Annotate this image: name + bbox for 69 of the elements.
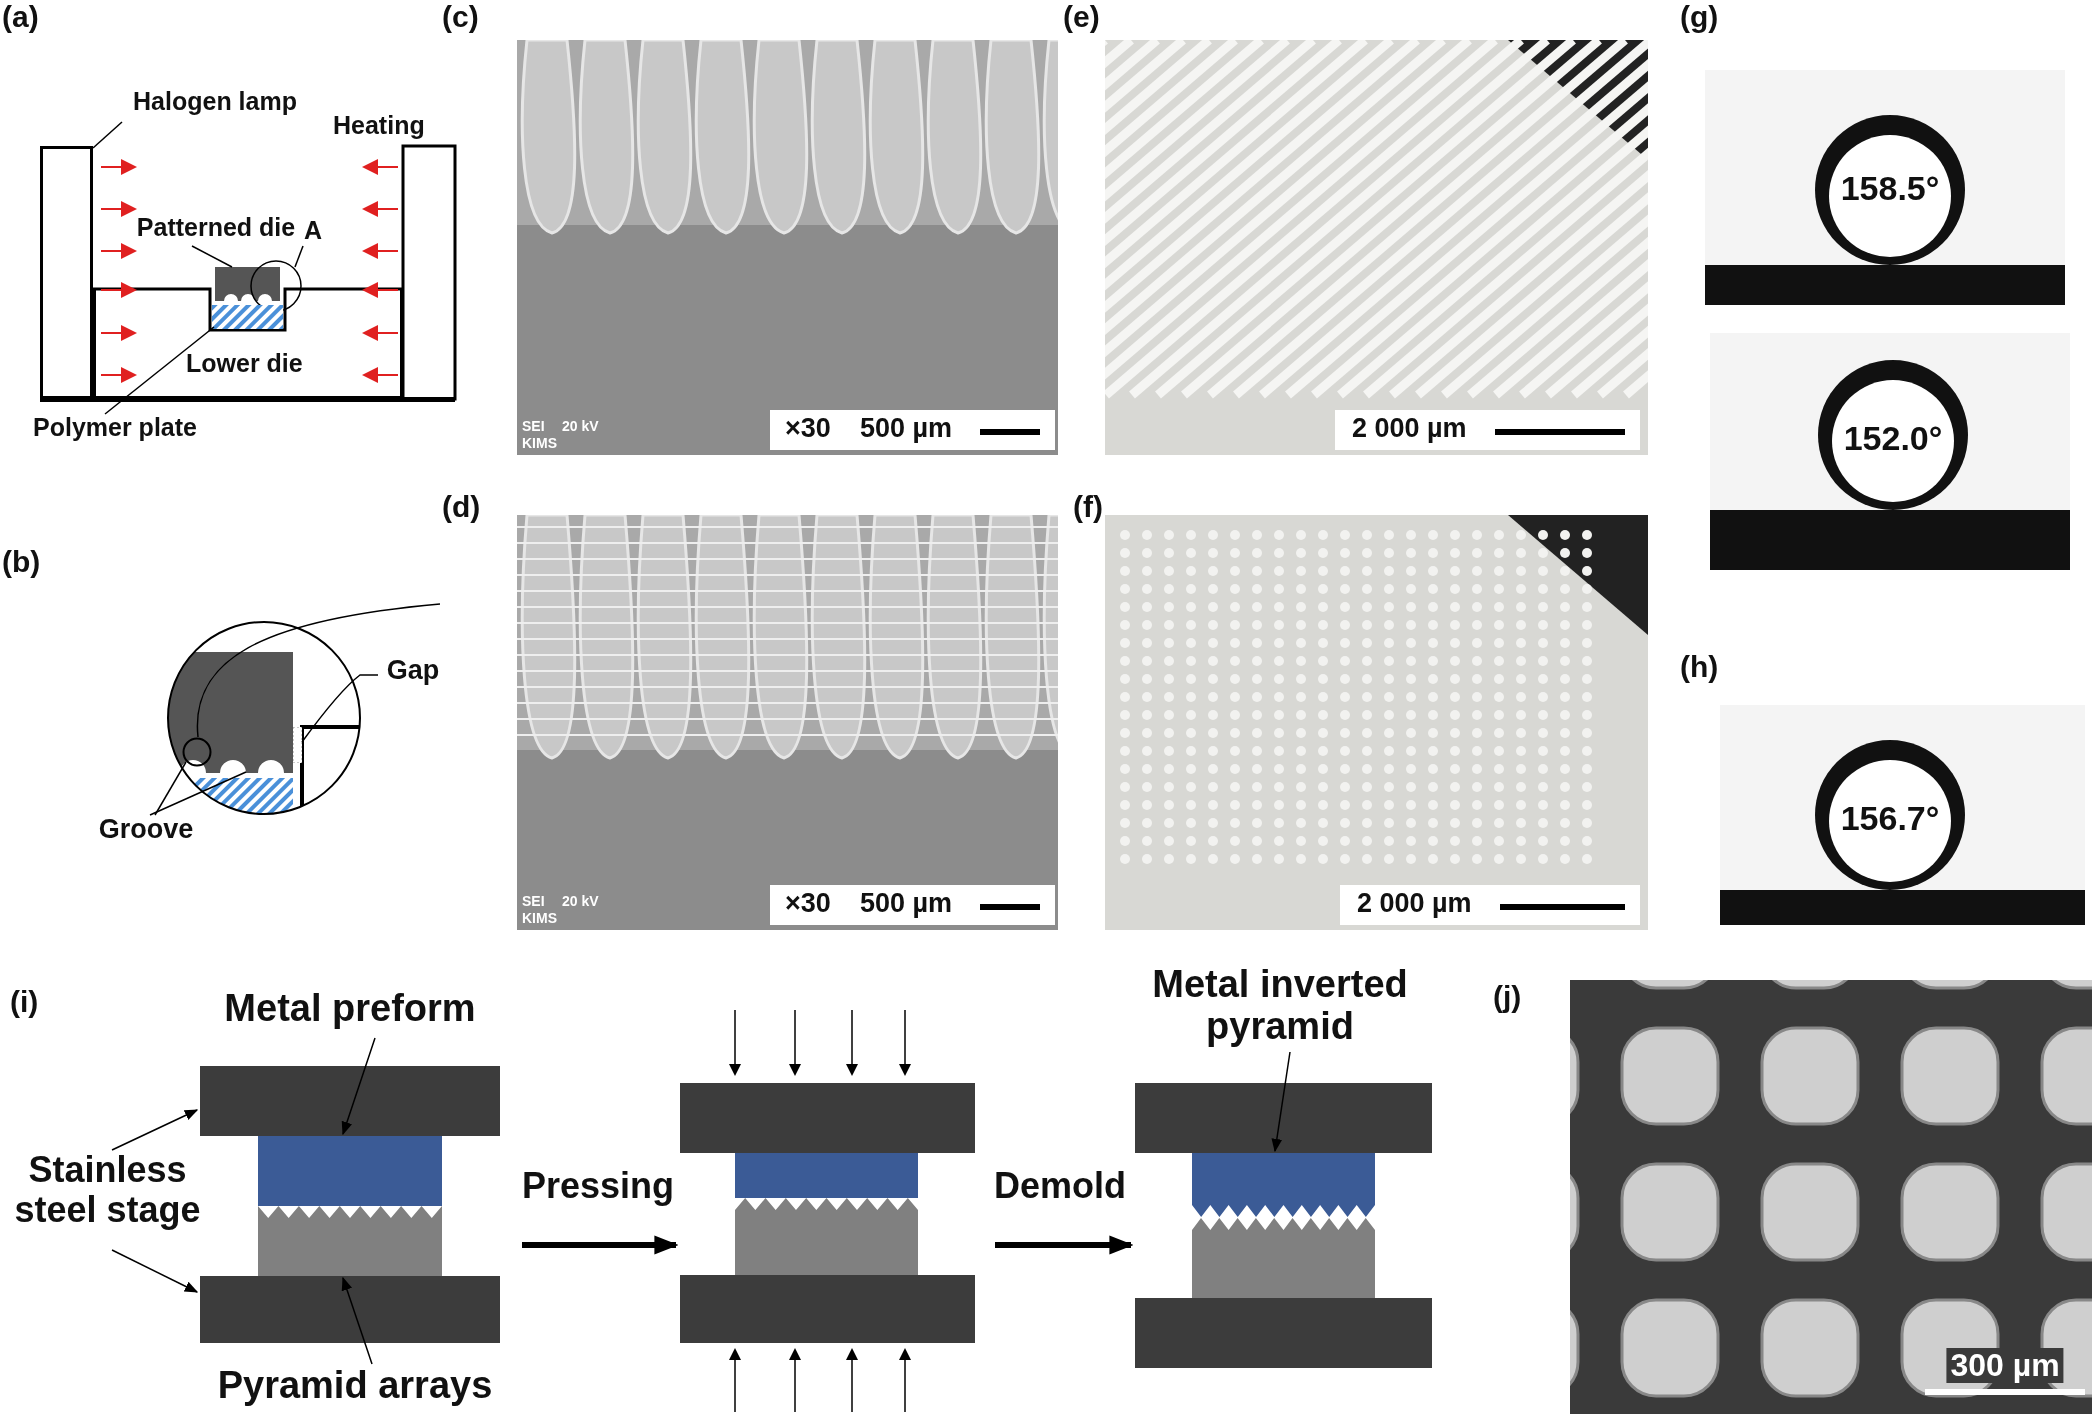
callout-label: Metal preform [205, 988, 495, 1030]
leader-line [301, 674, 379, 743]
callout-label: Gap [378, 656, 448, 686]
callout-label: Groove [86, 815, 206, 845]
panel-letter: (a) [2, 0, 39, 33]
contact-angle-label: 152.0° [1843, 420, 1943, 458]
magnified-view-drawing [166, 620, 362, 816]
scale-bar-label: 2 000 µm [1357, 889, 1472, 919]
magnifier-line [196, 603, 441, 738]
instrument-label: 20 kV [562, 894, 599, 910]
metal-preform-block [735, 1153, 918, 1198]
stage-plate [680, 1275, 975, 1343]
stage-plate [1135, 1298, 1432, 1368]
magnification-label: ×30 [785, 889, 831, 919]
pyramid-array-block [1192, 1218, 1375, 1298]
instrument-label: SEI [522, 419, 545, 435]
leader-line [191, 245, 233, 268]
panel-letter: (c) [442, 0, 479, 33]
scale-bar-label: 2 000 µm [1352, 414, 1467, 444]
panel-letter: (e) [1063, 0, 1100, 33]
leader-arrow [1271, 1051, 1291, 1153]
stage-plate [200, 1066, 500, 1136]
scale-bar-label: 500 µm [860, 889, 953, 919]
scale-bar-label: 500 µm [860, 414, 953, 444]
panel-letter: (d) [442, 490, 481, 523]
polymer-plate [212, 305, 283, 329]
process-arrow [522, 1235, 679, 1255]
panel-letter: (b) [2, 545, 41, 578]
heading-label: Heating [333, 112, 425, 140]
panel-letter: (j) [1493, 980, 1522, 1013]
lamp-box [40, 146, 93, 399]
instrument-label: SEI [522, 894, 545, 910]
panel-letter: (f) [1073, 490, 1103, 523]
magnification-label: ×30 [785, 414, 831, 444]
pyramid-array-block [735, 1198, 918, 1275]
metal-inverted-pyramid-block [1192, 1153, 1375, 1217]
panel-letter: (g) [1680, 0, 1719, 33]
patterned-die [215, 267, 280, 301]
callout-label: Pyramid arrays [200, 1365, 510, 1407]
callout-label: Patterned die [136, 214, 296, 242]
process-arrow [995, 1235, 1134, 1255]
leader-arrow [111, 1249, 199, 1293]
groove-circle [182, 737, 212, 767]
leader-line [154, 761, 187, 816]
callout-label: A [300, 217, 326, 245]
instrument-label: KIMS [522, 436, 557, 452]
part-label: Lower die [186, 350, 303, 378]
contact-angle-label: 156.7° [1840, 800, 1940, 838]
stage-plate [200, 1276, 500, 1343]
stage-plate [1135, 1083, 1432, 1153]
leader-line [294, 245, 304, 268]
leader-arrow [341, 1037, 376, 1136]
callout-label: Stainless steel stage [0, 1150, 215, 1230]
leader-arrow [111, 1109, 199, 1151]
contact-angle-label: 158.5° [1840, 170, 1940, 208]
scale-bar-label: 300 µm [1946, 1348, 2064, 1384]
callout-label: Metal inverted pyramid [1125, 964, 1435, 1048]
leader-line [149, 771, 247, 816]
panel-letter: (i) [10, 985, 39, 1018]
panel-letter: (h) [1680, 650, 1719, 683]
stage-plate [680, 1083, 975, 1153]
callout-label: Polymer plate [20, 414, 210, 442]
instrument-label: KIMS [522, 911, 557, 927]
pyramid-array-block [258, 1206, 442, 1276]
callout-label: Halogen lamp [120, 88, 310, 116]
leader-line [92, 121, 123, 149]
instrument-label: 20 kV [562, 419, 599, 435]
leader-line [104, 326, 215, 415]
metal-preform-block [258, 1136, 442, 1206]
